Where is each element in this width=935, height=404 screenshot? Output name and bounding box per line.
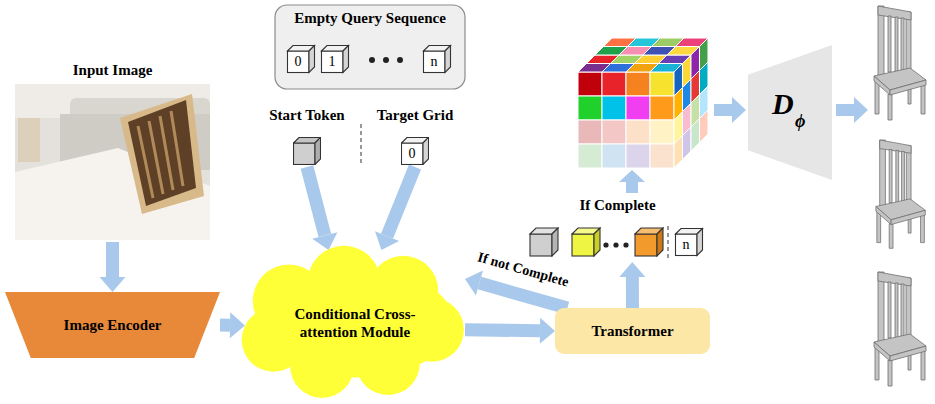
decoder-block: Dϕ bbox=[748, 45, 832, 180]
query-token-cube: n bbox=[423, 45, 451, 73]
voxel-grid bbox=[578, 38, 708, 168]
image-encoder: Image Encoder bbox=[5, 292, 220, 358]
node-label: Image Encoder bbox=[64, 317, 162, 334]
separator-dash bbox=[361, 124, 362, 164]
node-label: 1 bbox=[321, 51, 343, 73]
node-label: n bbox=[423, 51, 445, 73]
ellipsis-dots bbox=[603, 242, 628, 247]
start-token: Start Token bbox=[262, 105, 352, 167]
node-label: Transformer bbox=[591, 323, 673, 340]
node-label: n bbox=[675, 234, 697, 256]
query-box-outline bbox=[275, 5, 465, 89]
target-grid: Target Grid 0 bbox=[370, 105, 461, 167]
ellipsis-dots bbox=[369, 57, 403, 63]
node-label: 0 bbox=[287, 51, 309, 73]
input-photo bbox=[15, 84, 210, 240]
cross-attention-cloud: Conditional Cross-attention Module bbox=[245, 250, 465, 395]
node-label: 0 bbox=[401, 143, 423, 165]
flow-arrow bbox=[375, 167, 415, 250]
node-label: Start Token bbox=[269, 107, 344, 124]
query-token-cube: 0 bbox=[287, 45, 315, 73]
input-image-panel: Input Image bbox=[15, 60, 210, 242]
output-chairs bbox=[874, 6, 926, 386]
output-token-cubes bbox=[530, 228, 663, 256]
node-label: D bbox=[772, 87, 794, 121]
transformer-box: Transformer bbox=[555, 308, 710, 354]
flow-arrow bbox=[100, 242, 126, 292]
node-label: Input Image bbox=[73, 62, 153, 79]
flow-arrow bbox=[619, 262, 645, 308]
separator-dash bbox=[668, 226, 669, 260]
output-token-cube: n bbox=[675, 228, 703, 256]
flow-arrow bbox=[220, 312, 245, 338]
flow-arrow bbox=[714, 97, 746, 123]
node-label: Target Grid bbox=[377, 107, 454, 124]
output-sequence: If Complete n bbox=[525, 196, 710, 262]
flow-arrow bbox=[307, 167, 337, 250]
query-token-cube: 1 bbox=[321, 45, 349, 73]
token-cube bbox=[293, 137, 321, 165]
query-sequence-box: Empty Query Sequence 01 n bbox=[275, 5, 465, 89]
node-label: Empty Query Sequence bbox=[294, 10, 446, 27]
node-label: If Complete bbox=[579, 197, 655, 214]
node-label: ϕ bbox=[795, 111, 805, 132]
flow-arrow bbox=[465, 318, 555, 344]
node-label: Conditional Cross-attention Module bbox=[268, 305, 443, 341]
flow-arrow bbox=[836, 97, 868, 123]
cross-attention-cloud-shape bbox=[245, 250, 465, 395]
flow-arrow bbox=[619, 170, 645, 193]
